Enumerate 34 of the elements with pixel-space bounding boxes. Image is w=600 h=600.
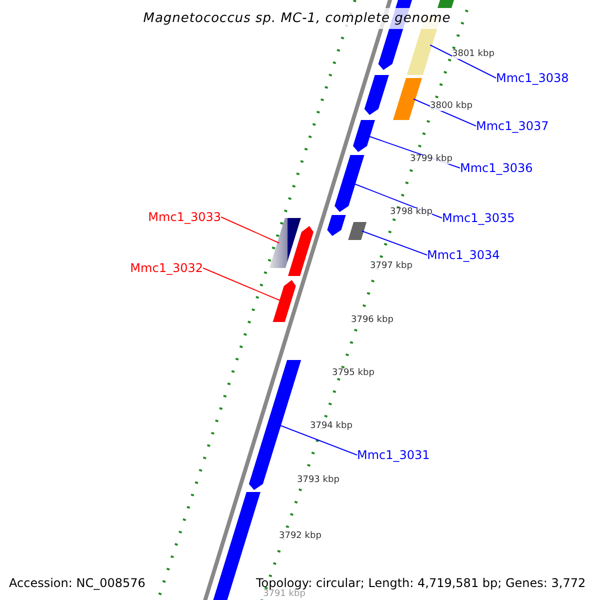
- footer-text: Topology: circular; Length: 4,719,581 bp; Genes: 3,772: [256, 577, 586, 589]
- tick-label: 3797 kbp: [370, 262, 412, 271]
- gene-bar: [327, 215, 346, 236]
- gene-bar: [334, 155, 364, 212]
- gene-bar: [288, 226, 314, 276]
- gene-bar: [364, 75, 389, 115]
- gene-label: Mmc1_3034: [427, 249, 500, 261]
- tick-label: 3801 kbp: [452, 50, 494, 59]
- tick-label: 3798 kbp: [390, 208, 432, 217]
- gene-label: Mmc1_3033: [148, 211, 221, 223]
- gene-bar: [393, 78, 422, 120]
- leader-line: [361, 230, 428, 256]
- tick-label: 3793 kbp: [297, 476, 340, 485]
- gene-bar: [272, 280, 296, 322]
- tick-label: 3800 kbp: [430, 102, 472, 111]
- gene-label: Mmc1_3035: [442, 212, 515, 224]
- gene-bar: [348, 222, 367, 240]
- gene-bar: [270, 218, 301, 268]
- gene-label: Mmc1_3032: [130, 262, 203, 274]
- tick-label: 3795 kbp: [332, 369, 374, 378]
- tick-label: 3792 kbp: [279, 532, 322, 541]
- gene-label: Mmc1_3038: [496, 72, 569, 84]
- leader-line: [202, 268, 282, 302]
- leader-line: [278, 424, 358, 456]
- gene-label: Mmc1_3031: [357, 449, 430, 461]
- footer-text: Accession: NC_008576: [9, 577, 146, 589]
- gene-label: Mmc1_3037: [476, 120, 549, 132]
- tick-label: 3799 kbp: [410, 155, 452, 164]
- tick-label: 3794 kbp: [310, 422, 352, 431]
- leader-line: [220, 216, 280, 244]
- tick-label: 3796 kbp: [351, 316, 394, 325]
- leader-line: [430, 44, 496, 78]
- gene-bar: [353, 120, 375, 152]
- gene-label: Mmc1_3036: [460, 162, 533, 174]
